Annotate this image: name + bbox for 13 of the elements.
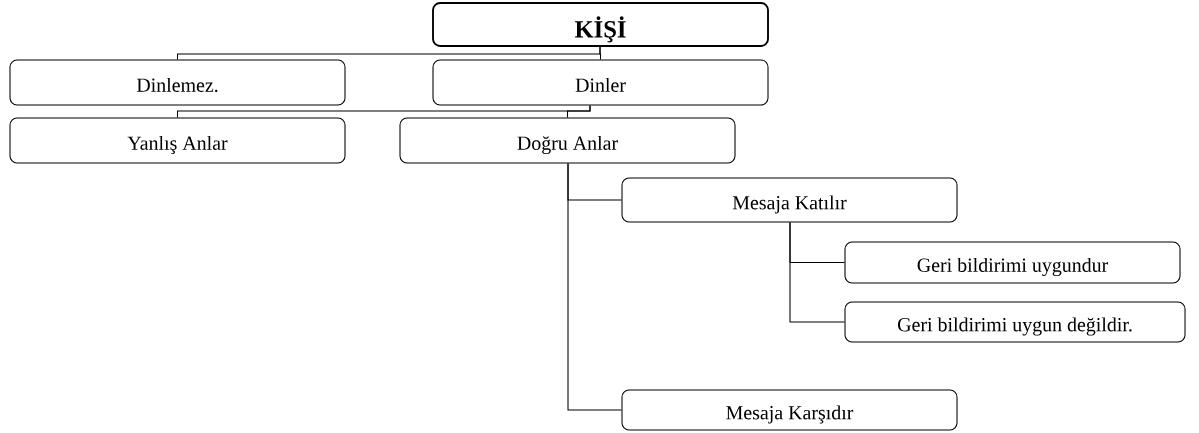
org-box: Geri bildirimi uygundur [844,241,1181,284]
connector-line [789,222,845,323]
org-box: Mesaja Katılır [621,177,958,223]
org-box: Geri bildirimi uygun değildir. [844,301,1186,343]
connector-line [599,46,602,60]
org-box: Yanlış Anlar [9,117,346,164]
org-box: Dinlemez. [9,59,346,106]
connector-line [567,105,591,118]
connector-line [567,163,622,411]
org-box: KİŞİ [432,2,769,47]
org-box: Mesaja Karşıdır [621,389,958,431]
org-box: Doğru Anlar [399,117,736,164]
org-box: Dinler [432,59,769,106]
